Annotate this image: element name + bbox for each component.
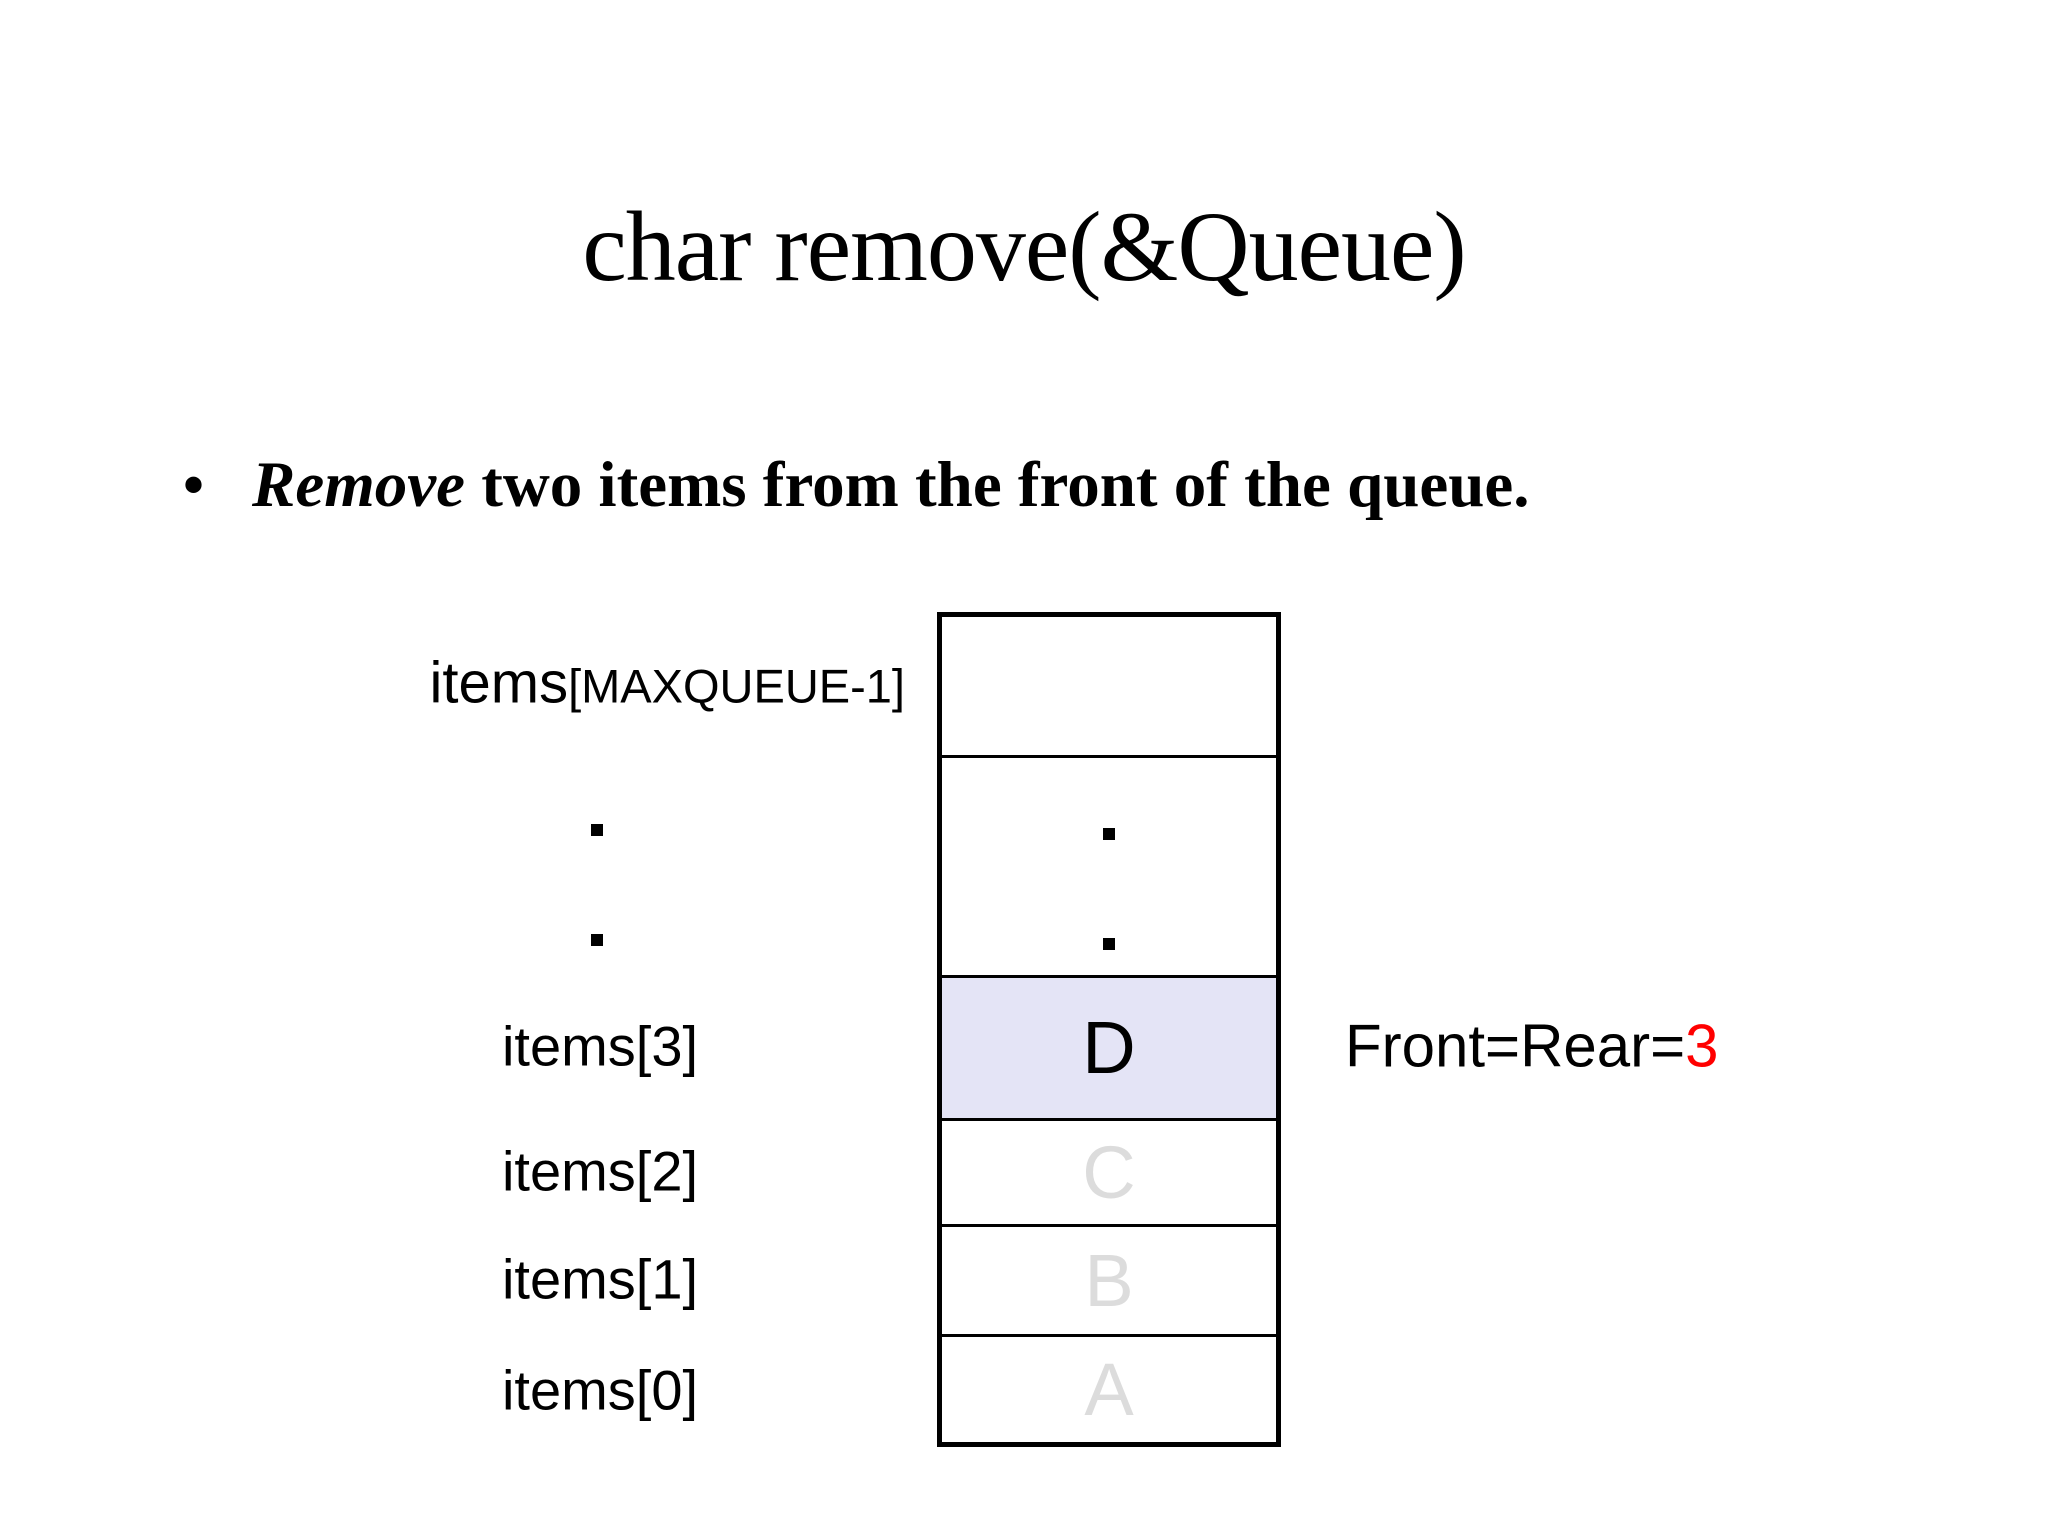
ellipsis-dot (1103, 938, 1115, 950)
array-cell-ellipsis (942, 755, 1276, 975)
cell-letter-b: B (1084, 1238, 1134, 1322)
front-rear-value: 3 (1685, 1012, 1719, 1080)
array-cell-maxqueue (942, 617, 1276, 755)
slide-title: char remove(&Queue) (582, 191, 1466, 302)
left-ellipsis-dot (591, 934, 603, 946)
bullet-item: Remove two items from the front of the q… (252, 448, 1529, 523)
label-items-prefix: items (429, 650, 569, 716)
label-items-2: items[2] (501, 1139, 699, 1203)
bullet-marker: • (183, 452, 205, 518)
queue-array-box: D C B A (937, 612, 1281, 1447)
bullet-text-rest: two items from the front of the queue. (464, 449, 1530, 521)
bullet-emphasis: Remove (252, 449, 465, 521)
cell-letter-c: C (1082, 1130, 1136, 1214)
array-cell-index-3: D (942, 975, 1276, 1118)
front-rear-text: Front=Rear= (1345, 1012, 1686, 1080)
array-cell-index-2: C (942, 1118, 1276, 1224)
label-items-1: items[1] (501, 1247, 699, 1311)
array-cell-index-1: B (942, 1224, 1276, 1334)
array-cell-index-0: A (942, 1334, 1276, 1442)
cell-letter-a: A (1084, 1347, 1134, 1431)
left-ellipsis-dot (591, 824, 603, 836)
label-items-maxqueue: items[MAXQUEUE-1] (430, 650, 905, 717)
label-items-0: items[0] (501, 1358, 699, 1422)
label-items-3: items[3] (501, 1014, 699, 1078)
label-maxqueue-index: [MAXQUEUE-1] (568, 659, 905, 713)
ellipsis-dot (1103, 828, 1115, 840)
cell-letter-d: D (1082, 1006, 1136, 1089)
front-rear-label: Front=Rear=3 (1345, 1012, 1719, 1081)
